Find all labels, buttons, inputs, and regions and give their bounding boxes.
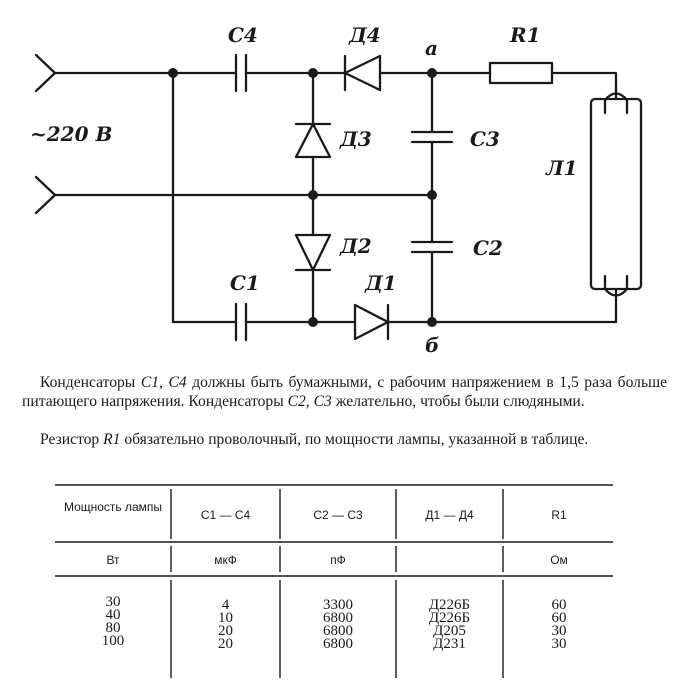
label-input-voltage: ~220 В bbox=[30, 122, 112, 146]
table-cell: 4 bbox=[221, 597, 230, 613]
label-l1: Л1 bbox=[545, 156, 578, 180]
label-node-a: а bbox=[425, 36, 438, 60]
wire bbox=[430, 287, 618, 324]
label-c1: C1 bbox=[230, 271, 260, 295]
table-cell: 6800 bbox=[323, 623, 353, 639]
junction-dot bbox=[427, 68, 437, 78]
label-c4: C4 bbox=[228, 23, 258, 47]
column-d1-d4: Д226Б Д226Б Д205 Д231 bbox=[398, 597, 501, 652]
table-cell: 80 bbox=[105, 620, 121, 636]
table-cell: 6800 bbox=[323, 636, 353, 652]
label-d2: Д2 bbox=[339, 234, 372, 258]
table-cell: 30 bbox=[105, 594, 121, 610]
table-cell: 20 bbox=[218, 636, 233, 652]
table-cell: 100 bbox=[101, 633, 125, 649]
circuit-schematic: C4 Д4 а R1 Д3 C3 Л1 ~220 В Д2 C2 C1 Д1 б bbox=[30, 23, 643, 357]
table-cell: 3300 bbox=[323, 597, 353, 613]
junction-dot bbox=[427, 317, 437, 327]
junction-dot bbox=[308, 190, 318, 200]
unit-microfarad: мкФ bbox=[214, 553, 237, 567]
table-cell: 6800 bbox=[323, 610, 353, 626]
table-cell: Д205 bbox=[433, 623, 466, 639]
label-d3: Д3 bbox=[339, 127, 372, 151]
table-cell: 20 bbox=[218, 623, 233, 639]
wire bbox=[550, 71, 618, 101]
junction-dot bbox=[168, 68, 178, 78]
label-c3: C3 bbox=[470, 127, 500, 151]
table-cell: 40 bbox=[105, 607, 121, 623]
header-c1-c4: С1 — С4 bbox=[200, 508, 251, 522]
unit-watts: Вт bbox=[106, 553, 120, 567]
table-cell: 60 bbox=[551, 597, 567, 613]
table-cell: Д226Б bbox=[428, 610, 471, 626]
table-cell: 10 bbox=[218, 610, 233, 626]
unit-ohm: Ом bbox=[550, 553, 568, 567]
label-d4: Д4 bbox=[348, 23, 381, 47]
label-c2: C2 bbox=[473, 236, 503, 260]
junction-dot bbox=[308, 68, 318, 78]
column-lamp-power: 30 40 80 100 bbox=[58, 594, 168, 649]
header-d1-d4: Д1 — Д4 bbox=[425, 508, 474, 522]
header-c2-c3: С2 — С3 bbox=[313, 508, 363, 522]
column-r1: 60 60 30 30 bbox=[505, 597, 613, 652]
table-cell: 60 bbox=[551, 610, 567, 626]
junction-dot bbox=[308, 317, 318, 327]
column-c1-c4: 4 10 20 20 bbox=[173, 597, 278, 652]
table-cell: Д231 bbox=[433, 636, 466, 652]
unit-picofarad: пФ bbox=[330, 553, 346, 567]
label-node-b: б bbox=[425, 333, 439, 357]
notes-capacitors: Конденсаторы C1, C4 должны быть бумажным… bbox=[22, 374, 667, 411]
junction-dot bbox=[427, 190, 437, 200]
header-lamp-power: Мощность лампы bbox=[63, 500, 163, 514]
notes-resistor: Резистор R1 обязательно проволочный, по … bbox=[40, 431, 589, 448]
table-cell: 30 bbox=[551, 636, 567, 652]
table-cell: Д226Б bbox=[428, 597, 471, 613]
header-r1: R1 bbox=[551, 508, 567, 522]
label-r1: R1 bbox=[509, 23, 541, 47]
label-d1: Д1 bbox=[364, 271, 397, 295]
table-cell: 30 bbox=[551, 623, 567, 639]
column-c2-c3: 3300 6800 6800 6800 bbox=[282, 597, 394, 652]
